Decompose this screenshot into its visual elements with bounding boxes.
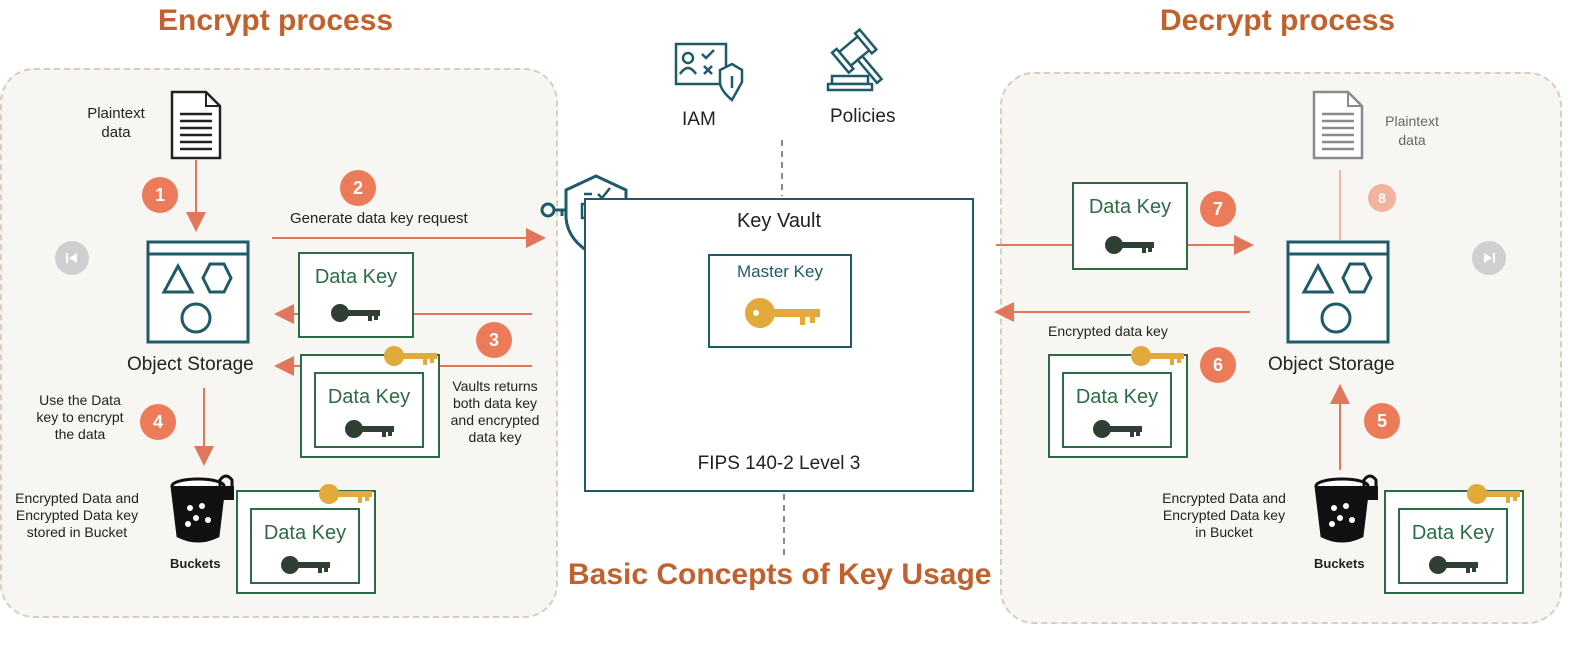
iam-label: IAM	[682, 109, 716, 130]
document-icon	[170, 90, 222, 160]
step-7-badge: 7	[1200, 191, 1236, 227]
step-2-badge: 2	[340, 170, 376, 206]
next-icon	[1484, 253, 1495, 263]
encrypted-data-key-box-decrypt-2: Data Key	[1384, 490, 1524, 594]
data-key-inner-decrypt: Data Key	[1062, 372, 1172, 448]
data-key-inner-1: Data Key	[314, 372, 424, 448]
buckets-label-decrypt: Buckets	[1314, 556, 1365, 571]
iam-icon	[674, 42, 744, 102]
fips-label: FIPS 140-2 Level 3	[697, 453, 861, 474]
key-vault-label: Key Vault	[736, 210, 822, 232]
prev-icon	[66, 253, 77, 263]
step-8-badge: 8	[1368, 184, 1396, 212]
step-3-badge: 3	[476, 322, 512, 358]
encrypt-heading: Encrypt process	[158, 4, 394, 37]
prev-button[interactable]	[55, 241, 89, 275]
key-icon	[345, 420, 394, 438]
master-key-icon	[745, 298, 820, 328]
data-key-inner-decrypt-2: Data Key	[1398, 508, 1508, 584]
master-key-label: Master Key	[737, 262, 823, 281]
key-icon	[1105, 236, 1154, 254]
encrypted-data-key-box-2: Data Key	[236, 490, 376, 594]
bucket-icon	[170, 474, 234, 543]
document-icon-decrypt	[1312, 90, 1364, 160]
encrypted-data-key-box-1: Data Key	[300, 354, 440, 458]
step-1-badge: 1	[142, 177, 178, 213]
key-icon	[331, 304, 380, 322]
gavel-icon	[826, 27, 884, 92]
master-key-box: Master Key	[708, 254, 852, 348]
step-5-badge: 5	[1364, 403, 1400, 439]
object-storage-icon-decrypt	[1286, 240, 1390, 344]
page-title: Basic Concepts of Key Usage	[568, 558, 992, 591]
bucket-icon-decrypt	[1314, 474, 1378, 543]
decrypt-heading: Decrypt process	[1160, 4, 1396, 37]
encrypted-data-key-label: Encrypted data key	[1048, 323, 1168, 339]
key-icon	[1093, 420, 1142, 438]
key-icon	[281, 556, 330, 574]
data-key-inner-2: Data Key	[250, 508, 360, 584]
data-key-box-decrypt: Data Key	[1072, 182, 1188, 270]
data-key-box-1: Data Key	[298, 252, 414, 338]
gold-key-icon	[319, 484, 372, 504]
object-storage-label-decrypt: Object Storage	[1268, 354, 1395, 375]
policies-label: Policies	[830, 106, 896, 127]
buckets-label: Buckets	[170, 556, 221, 571]
next-button[interactable]	[1472, 241, 1506, 275]
step2-text: Generate data key request	[290, 210, 468, 227]
gold-key-icon	[1131, 346, 1184, 366]
step-6-badge: 6	[1200, 347, 1236, 383]
key-icon	[1429, 556, 1478, 574]
gold-key-icon	[1467, 484, 1520, 504]
key-vault-box: Key Vault Master Key FIPS 140-2 Level 3	[584, 198, 974, 492]
encrypted-data-key-box-decrypt: Data Key	[1048, 354, 1188, 458]
step-4-badge: 4	[140, 404, 176, 440]
object-storage-label: Object Storage	[127, 354, 254, 375]
gold-key-icon	[384, 346, 437, 366]
object-storage-icon	[146, 240, 250, 344]
